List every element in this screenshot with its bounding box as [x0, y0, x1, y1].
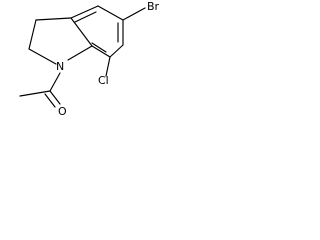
bond-c2-c3	[28, 19, 37, 50]
bond-c4-c5	[97, 5, 124, 21]
bond-c5-br	[122, 7, 146, 21]
bond-n1-c2	[28, 48, 57, 65]
bond-c7-cl	[105, 56, 111, 77]
atom-oxygen-label: O	[58, 105, 67, 118]
bond-c3a-c4	[70, 5, 99, 19]
bond-c7-c7a	[91, 45, 111, 58]
bond-c3-c3a	[35, 17, 72, 21]
bond-acyl-c-methyl	[19, 90, 51, 97]
bond-n1-c7a	[67, 45, 93, 61]
atom-nitrogen-label: N	[56, 60, 64, 73]
bond-layer	[19, 5, 146, 108]
atom-label-layer: Br Cl N O	[56, 0, 160, 118]
bond-c6-c7	[109, 44, 124, 58]
atom-bromine-label: Br	[147, 0, 160, 13]
chemical-structure-diagram: Br Cl N O	[0, 0, 181, 125]
bond-acyl-c-o	[49, 90, 61, 105]
bond-acyl-c-o-inner	[44, 93, 56, 108]
bond-c7-c7a-inner	[91, 42, 107, 53]
atom-chlorine-label: Cl	[98, 74, 109, 87]
bond-c7a-c3a	[70, 17, 93, 47]
bond-c3a-c4-inner	[74, 11, 97, 23]
bond-n1-acyl-c	[49, 72, 61, 92]
